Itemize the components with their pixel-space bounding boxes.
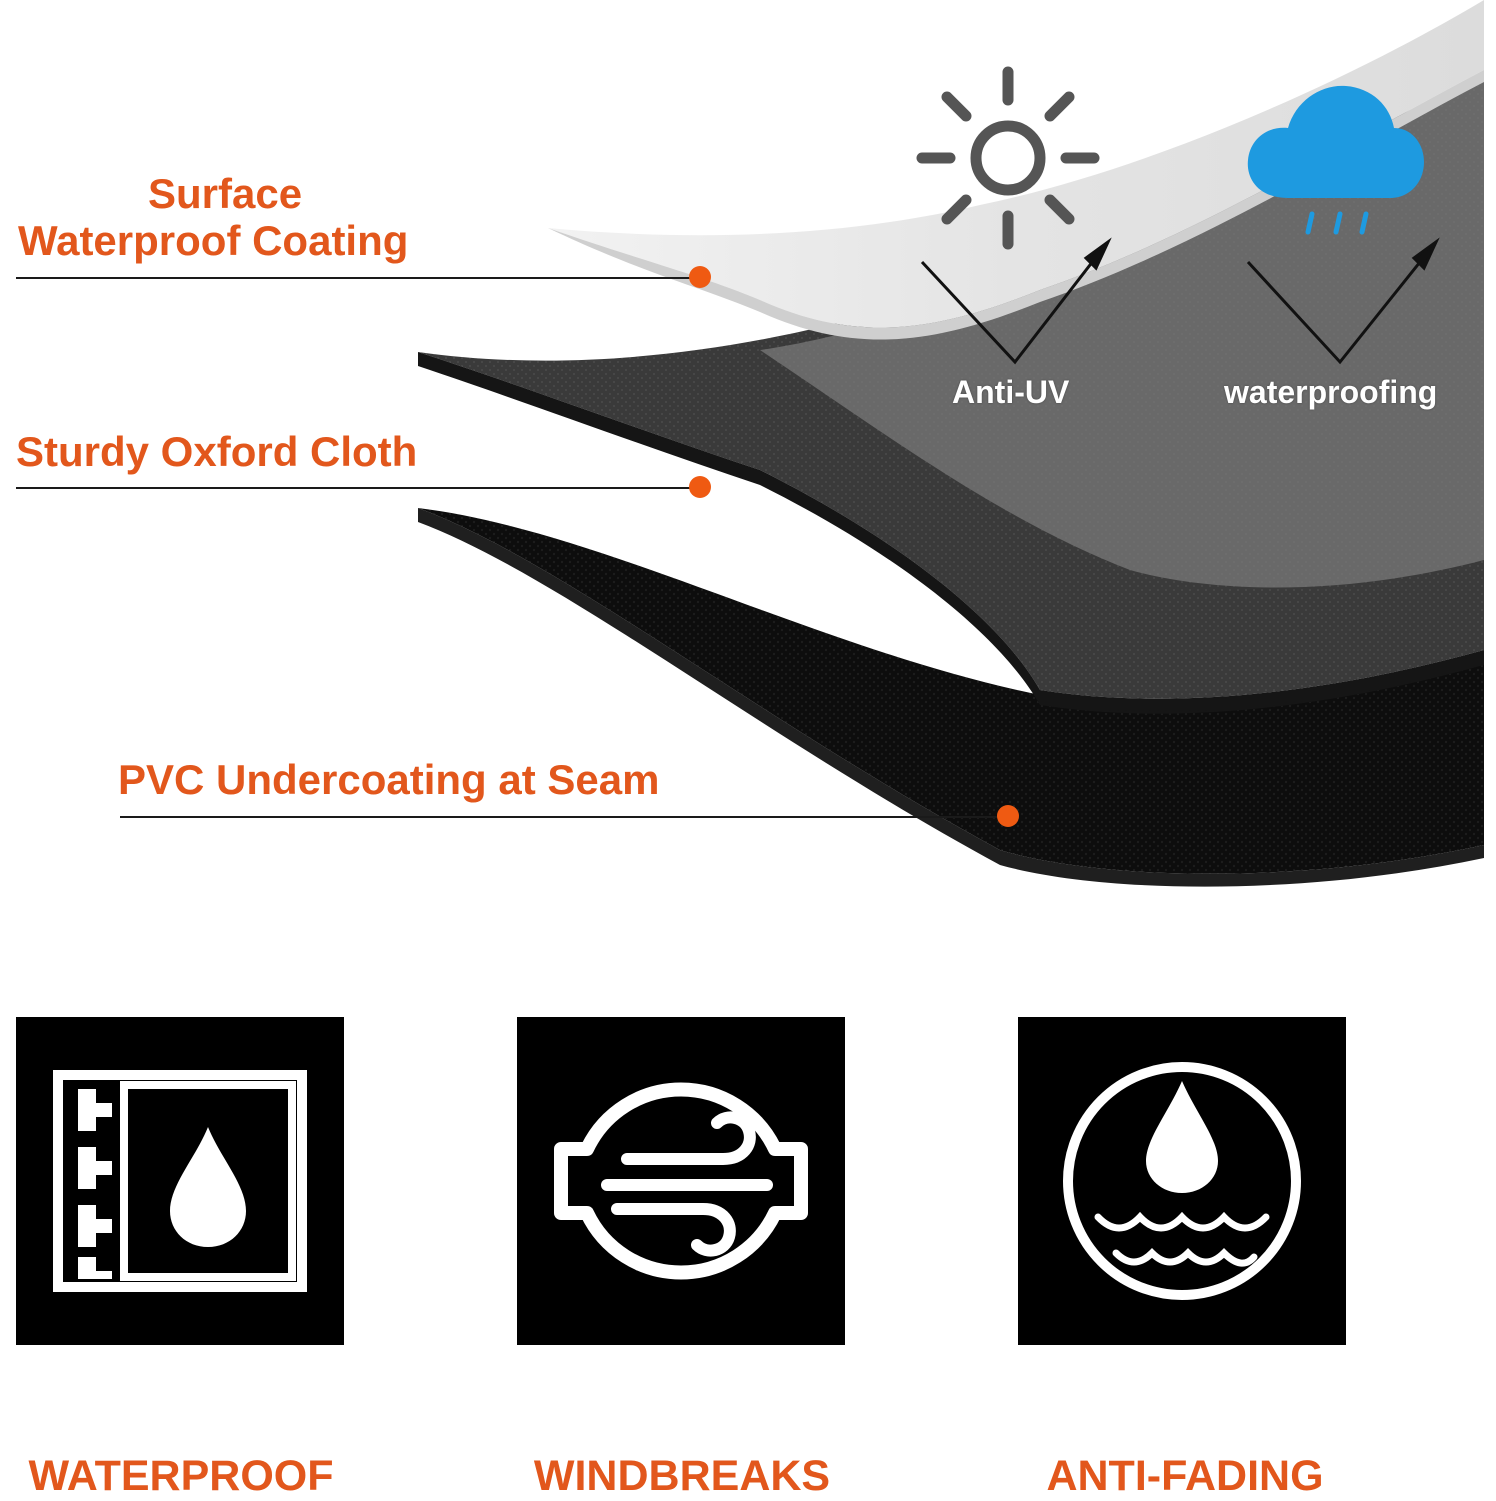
surface-leader-line <box>16 277 700 279</box>
surface-coating-label: Surface Waterproof Coating <box>18 170 408 264</box>
surface-label-line1: Surface <box>148 170 303 217</box>
coating-layer <box>548 0 1484 328</box>
pvc-marker-dot <box>997 805 1019 827</box>
feature-label-waterproof: WATERPROOF <box>28 1452 334 1500</box>
pvc-leader-line <box>120 816 1008 818</box>
surface-marker-dot <box>689 266 711 288</box>
fabric-water-drop-icon <box>53 1070 307 1292</box>
feature-box-windbreaks <box>517 1017 845 1345</box>
pvc-undercoating-label: PVC Undercoating at Seam <box>118 756 660 803</box>
sun-icon <box>916 66 1100 250</box>
feature-box-waterproof <box>16 1017 344 1345</box>
oxford-marker-dot <box>689 476 711 498</box>
oxford-cloth-label: Sturdy Oxford Cloth <box>16 428 418 475</box>
anti-uv-label: Anti-UV <box>952 374 1070 410</box>
water-drop-waves-icon <box>1063 1062 1301 1300</box>
feature-label-anti-fading: ANTI-FADING <box>1046 1452 1324 1500</box>
surface-label-line2: Waterproof Coating <box>18 217 409 265</box>
feature-box-anti-fading <box>1018 1017 1346 1345</box>
oxford-leader-line <box>16 487 700 489</box>
wind-icon <box>554 1082 808 1280</box>
uv-bounce-arrow-icon <box>920 237 1112 365</box>
waterproofing-label: waterproofing <box>1224 374 1438 410</box>
rain-bounce-arrow-icon <box>1246 237 1440 365</box>
feature-label-windbreaks: WINDBREAKS <box>533 1452 831 1500</box>
rain-cloud-icon <box>1247 85 1424 235</box>
